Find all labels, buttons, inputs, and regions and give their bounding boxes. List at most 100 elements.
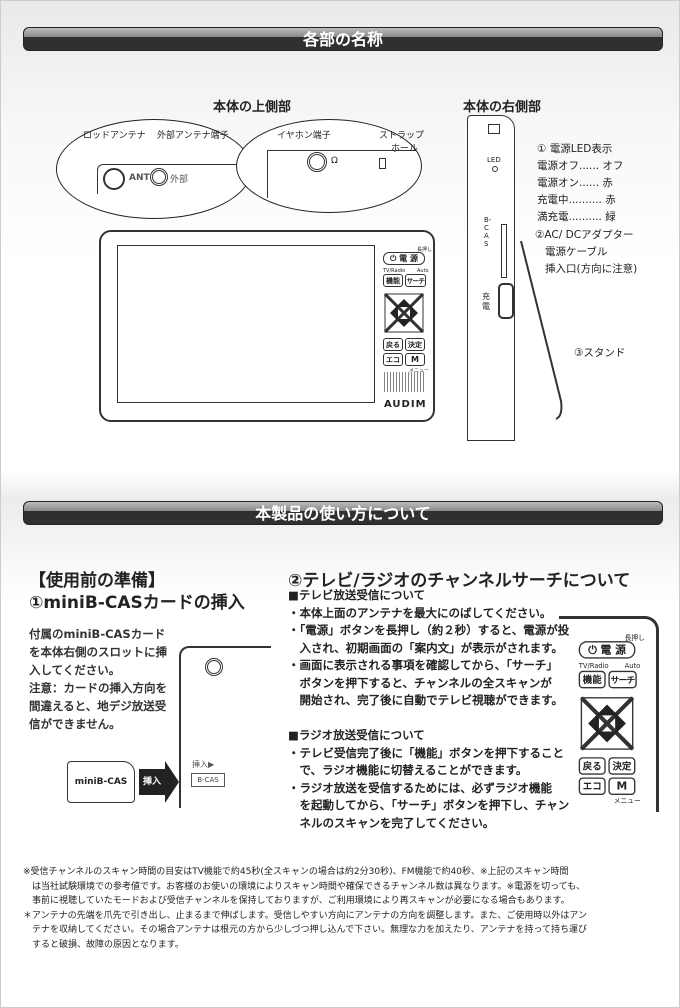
tv-line: 入され、初期画面の「案内文」が表示がされます。 [288,640,563,655]
prep-line: 付属のminiB-CASカード [29,627,166,641]
search-button[interactable]: サーチ [405,274,426,287]
adapter-item: 挿入口(方向に注意) [545,263,638,275]
ext-mark: 外部 [170,175,189,185]
insert-arrow: 挿入 [139,769,165,795]
tv-radio-label: TV/Radio [578,662,609,671]
right-arrow-icon [615,712,626,735]
eco-button[interactable]: エコ [383,353,403,366]
adapter-item: ②AC/ DCアダプター [535,229,634,241]
prep-heading: 【使用前の準備】 [29,571,165,591]
back-button[interactable]: 戻る [383,338,403,351]
dc-port [498,283,514,319]
up-arrow-icon [396,299,412,307]
screen [117,245,375,403]
device-corner-illustration [179,646,271,808]
footnote-line: は当社試験環境での参考値です。お客様のお使いの環境によりスキャン時間や確保できる… [23,881,585,892]
menu-sub-label: メニュー [613,797,641,806]
footnote-line: すると破損、故障の原因となります。 [23,939,184,950]
menu-button[interactable]: M [608,777,636,795]
radio-line: ・ラジオ放送を受信するためには、必ずラジオ機能 [288,780,553,795]
strap-label-2: ホール [391,144,419,154]
section-banner-parts: 各部の名称 [23,27,663,51]
radio-line: ネルのスキャンを完了してください。 [288,815,495,830]
search-button[interactable]: サーチ [608,670,637,689]
card-slot [501,224,507,278]
radio-line: ・テレビ受信完了後に「機能」ボタンを押下すること [288,745,564,760]
stand-line [520,241,563,420]
footnotes: ※受信チャンネルのスキャン時間の目安はTV機能で約45秒(全スキャンの場合は約2… [23,865,587,952]
tv-line: 開始され、完了後に自動でテレビ視聴ができます。 [288,693,563,707]
footnote-line: ＊アンテナの先端を爪先で引き出し、止まるまで伸ばします。受信しやすい方向にアンテ… [23,910,588,921]
dpad[interactable] [580,696,635,751]
up-arrow-icon [596,704,618,716]
headphone-icon: Ω [331,156,338,166]
menu-button[interactable]: M [405,353,425,366]
radio-line: を起動してから、「サーチ」ボタンを押下し、チャン [288,798,570,812]
long-press-label: 長押し [624,634,645,643]
top-view-heading: 本体の上側部 [213,100,292,115]
earphone-jack-icon [307,152,327,172]
left-arrow-icon [390,305,398,321]
earphone-label: イヤホン端子 [277,131,331,141]
down-arrow-icon [596,731,618,743]
ant-mark: ANT [129,173,150,183]
prep-body: 付属のminiB-CASカード を本体右側のスロットに挿 入してください。 注意… [29,625,167,733]
led-item: 充電中.......... 赤 [537,194,616,206]
tv-radio-label: TV/Radio [383,268,406,274]
led-item: 満充電.......... 緑 [537,211,616,223]
device-front: AUDIM [99,230,435,422]
device-panel-illustration [559,616,659,812]
auto-label: Auto [417,268,429,274]
tv-line: ボタンを押下すると、チャンネルの全スキャンが [288,675,552,690]
tv-line: ・「電源」ボタンを長押し（約２秒）すると、電源が投 [288,623,570,637]
prep-title: ①miniB-CASカードの挿入 [29,593,245,613]
led-item: ① 電源LED表示 [537,143,613,155]
strap-hole-icon [379,158,386,169]
led-mark: LED [487,156,501,164]
rod-antenna-label: ロッドアンテナ [83,131,146,141]
down-arrow-icon [396,319,412,327]
control-panel-front: 長押し ⏻ 電 源 TV/Radio Auto 機能 サーチ 戻る 決定 エコ … [381,246,433,376]
prep-line: 入してください。 [29,663,121,677]
footnote-line: 事前に視聴していたモードおよび受信チャンネルを保持しておりますが、ご利用環境によ… [23,896,570,906]
enter-button[interactable]: 決定 [608,757,636,775]
adapter-item: 電源ケーブル [545,246,608,258]
eco-button[interactable]: エコ [578,777,606,795]
search-title: ②テレビ/ラジオのチャンネルサーチについて [288,571,631,591]
adapter-info: ②AC/ DCアダプター 電源ケーブル 挿入口(方向に注意) [535,227,637,278]
tv-line: ・画面に表示される事項を確認してから、「サーチ」 [288,658,558,672]
minibcas-card: miniB-CAS [67,761,135,803]
insert-direction-label: 挿入▶ [192,760,215,769]
tv-heading: ■テレビ放送受信について [288,588,426,602]
power-button[interactable]: ⏻ 電 源 [578,641,636,659]
prep-line: 信ができません。 [29,717,121,731]
enter-button[interactable]: 決定 [405,338,425,351]
led-item: 電源オフ...... オフ [537,160,624,172]
footnote-line: テナを収納してください。その場合アンテナは根元の方から少しづつ押し込んで下さい。… [23,925,587,935]
dpad[interactable] [384,293,424,333]
section-banner-usage: 本製品の使い方について [23,501,663,525]
back-button[interactable]: 戻る [578,757,606,775]
radio-line: で、ラジオ機能に切替えることができます。 [288,763,528,777]
right-view-heading: 本体の右側部 [463,100,542,115]
long-press-label: 長押し [417,247,433,253]
right-arrow-icon [410,305,418,321]
prep-line: 間違えると、地デジ放送受 [29,699,167,713]
tv-section: ■テレビ放送受信について ・本体上面のアンテナを最大にのばしてください。 ・「電… [288,587,569,832]
tv-line: ・本体上面のアンテナを最大にのばしてください。 [288,605,552,620]
strap-label-1: ストラップ [379,131,425,141]
rod-antenna-icon [103,168,125,190]
led-item: 電源オン...... 赤 [537,177,613,189]
top-view-earphone-closeup: Ω [236,119,422,213]
top-view-antenna-closeup: ANT 外部 [56,119,252,219]
function-button[interactable]: 機能 [578,670,606,689]
charge-mark: 充電 [482,292,490,311]
function-button[interactable]: 機能 [383,274,403,287]
footnote-line: ※受信チャンネルのスキャン時間の目安はTV機能で約45秒(全スキャンの場合は約2… [23,867,569,877]
stand-label: ③スタンド [574,347,626,359]
ext-antenna-jack-icon [150,168,168,186]
prep-line: を本体右側のスロットに挿 [29,645,167,659]
led-icon [492,166,498,172]
power-button[interactable]: ⏻ 電 源 [383,252,425,265]
menu-sub-label: メニュー [409,368,430,374]
